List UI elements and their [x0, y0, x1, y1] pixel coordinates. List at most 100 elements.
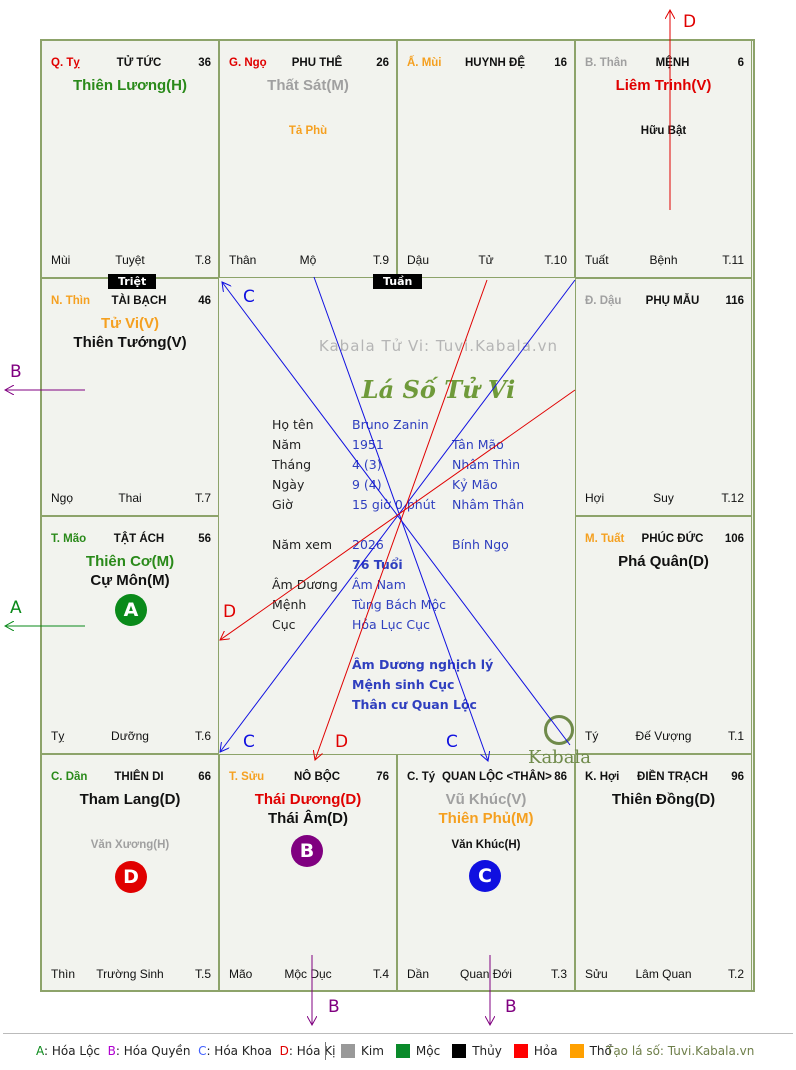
truong-sinh-stage: Trường Sinh: [96, 967, 164, 981]
main-star: Cự Môn(M): [90, 572, 170, 589]
dai-han-number: 26: [376, 57, 389, 69]
can-chi-label: T. Sửu: [229, 771, 265, 783]
can-chi-label: C. Dần: [51, 771, 88, 783]
tieu-han-branch: Mão: [229, 967, 253, 981]
tieu-han-branch: Thìn: [51, 967, 76, 981]
main-star: Thiên Tướng(V): [73, 334, 187, 351]
truong-sinh-stage: Mộc Dục: [284, 967, 332, 981]
info-value: Hỏa Lục Cục: [352, 617, 430, 632]
truong-sinh-stage: Lâm Quan: [635, 967, 692, 981]
hoa-loc-marker: A: [115, 594, 147, 626]
palace-name: PHỤ MẪU: [645, 295, 700, 307]
watermark: Kabala Tử Vi: Tuvi.Kabala.vn: [318, 337, 559, 355]
palace-name: PHÚC ĐỨC: [641, 533, 704, 545]
palace-cell[interactable]: T. Mão TẬT ÁCH 56 Thiên Cơ(M)Cự Môn(M)Tỵ…: [41, 516, 219, 754]
month-label: T.4: [372, 967, 389, 981]
dai-han-number: 46: [198, 295, 211, 307]
legend-separator: [325, 1042, 326, 1060]
can-chi-label: C. Tý: [407, 771, 436, 783]
palace-name: PHU THÊ: [291, 57, 343, 69]
info-value: 9 (4): [352, 477, 382, 492]
element-label: Thổ: [589, 1044, 612, 1058]
info-value: 2026: [352, 537, 384, 552]
month-label: T.2: [727, 967, 744, 981]
palace-cell[interactable]: M. Tuất PHÚC ĐỨC 106 Phá Quân(D)Tý Đế Vư…: [575, 516, 752, 754]
arrow-label: C: [243, 287, 255, 307]
palace-name: TẬT ÁCH: [113, 533, 165, 545]
palace-name: THIÊN DI: [114, 771, 164, 783]
info-value: 15 giờ 0 phút: [352, 497, 436, 512]
main-stars: Tử Vi(V)Thiên Tướng(V): [42, 314, 218, 352]
dai-han-number: 6: [737, 57, 744, 69]
info-label: Âm Dương: [272, 577, 338, 592]
palace-name: MỆNH: [655, 57, 690, 69]
arrow-label: D: [223, 602, 237, 622]
arrow-label: B: [10, 362, 22, 382]
main-stars: Vũ Khúc(V)Thiên Phủ(M): [398, 790, 574, 828]
palace-cell[interactable]: K. Hợi ĐIỀN TRẠCH 96 Thiên Đồng(D)Sửu Lâ…: [575, 754, 752, 992]
palace-cell[interactable]: C. Dần THIÊN DI 66 Tham Lang(D)Văn Xương…: [41, 754, 219, 992]
truong-sinh-stage: Tử: [478, 253, 494, 267]
info-label: Giờ: [272, 497, 293, 512]
can-chi-label: M. Tuất: [585, 533, 625, 545]
info-label: Năm xem: [272, 537, 333, 552]
palace-cell[interactable]: C. Tý QUAN LỘC <THÂN> 86 Vũ Khúc(V)Thiên…: [397, 754, 575, 992]
arrow-label: B: [505, 997, 517, 1017]
can-chi-label: Đ. Dậu: [585, 295, 622, 307]
note-text: Thân cư Quan Lộc: [352, 697, 477, 712]
info-value: 76 Tuổi: [352, 557, 403, 572]
legend-b-text: : Hóa Quyền: [115, 1044, 191, 1058]
palace-cell[interactable]: T. Sửu NÔ BỘC 76 Thái Dương(D)Thái Âm(D)…: [219, 754, 397, 992]
center-info-panel: Kabala Tử Vi: Tuvi.Kabala.vn Lá Số Tử Vi…: [260, 317, 617, 794]
palace-cell[interactable]: Ấ. Mùi HUYNH ĐỆ 16 Dậu Tử T.10: [397, 40, 575, 278]
ki-arrow-1: [220, 389, 576, 640]
info-label: Mệnh: [272, 597, 307, 612]
color-swatch: [452, 1044, 467, 1058]
element-label: Hỏa: [533, 1044, 558, 1058]
main-star: Thái Dương(D): [254, 791, 362, 808]
main-stars: Thiên Lương(H): [42, 76, 218, 95]
logo-text: Kabala: [528, 747, 591, 768]
info-label: Cục: [272, 617, 296, 632]
main-star: Thái Âm(D): [268, 810, 348, 827]
info-label: Họ tên: [272, 417, 314, 432]
tieu-han-branch: Sửu: [585, 967, 608, 981]
truong-sinh-stage: Dưỡng: [111, 729, 149, 743]
main-star: Thiên Lương(H): [72, 77, 187, 94]
info-value: Âm Nam: [352, 577, 406, 592]
chart-board: Q. Tỵ TỬ TỨC 36 Thiên Lương(H)Mùi Tuyệt …: [40, 39, 755, 992]
dai-han-number: 116: [725, 295, 744, 307]
tieu-han-branch: Thân: [229, 253, 257, 267]
main-stars: Thất Sát(M): [220, 76, 396, 95]
element-label: Thủy: [472, 1044, 502, 1058]
legend-c: C: [198, 1044, 207, 1058]
truong-sinh-stage: Suy: [653, 491, 674, 505]
palace-cell[interactable]: N. Thìn TÀI BẠCH 46 Tử Vi(V)Thiên Tướng(…: [41, 278, 219, 516]
palace-cell[interactable]: Đ. Dậu PHỤ MẪU 116 Hợi Suy T.12: [575, 278, 752, 516]
main-stars: Liêm Trinh(V): [576, 76, 751, 95]
chart-title: Lá Số Tử Vi: [361, 375, 516, 404]
color-swatch: [513, 1044, 528, 1058]
legend-a-text: : Hóa Lộc: [44, 1044, 101, 1058]
credit-text: Tạo lá số: Tuvi.Kabala.vn: [606, 1044, 755, 1058]
element-label: Kim: [361, 1044, 384, 1058]
palace-name: QUAN LỘC <THÂN>: [442, 771, 552, 783]
main-stars: Tham Lang(D): [42, 790, 218, 809]
legend-element: Hỏa: [513, 1044, 558, 1058]
truong-sinh-stage: Đế Vượng: [635, 729, 692, 743]
tieu-han-branch: Dần: [407, 967, 430, 981]
dai-han-number: 36: [198, 57, 211, 69]
legend-hoa: A: Hóa Lộc B: Hóa Quyền C: Hóa Khoa D: H…: [36, 1044, 336, 1058]
kabala-logo: Kabala: [528, 715, 591, 768]
dai-han-number: 96: [731, 771, 744, 783]
info-value: Bruno Zanin: [352, 417, 429, 432]
info-can-chi: Bính Ngọ: [452, 537, 509, 552]
tieu-han-branch: Hợi: [585, 491, 605, 505]
arrow-label: D: [335, 732, 349, 752]
month-label: T.1: [727, 729, 744, 743]
month-label: T.5: [194, 967, 211, 981]
palace-name: TỬ TỨC: [116, 57, 162, 69]
